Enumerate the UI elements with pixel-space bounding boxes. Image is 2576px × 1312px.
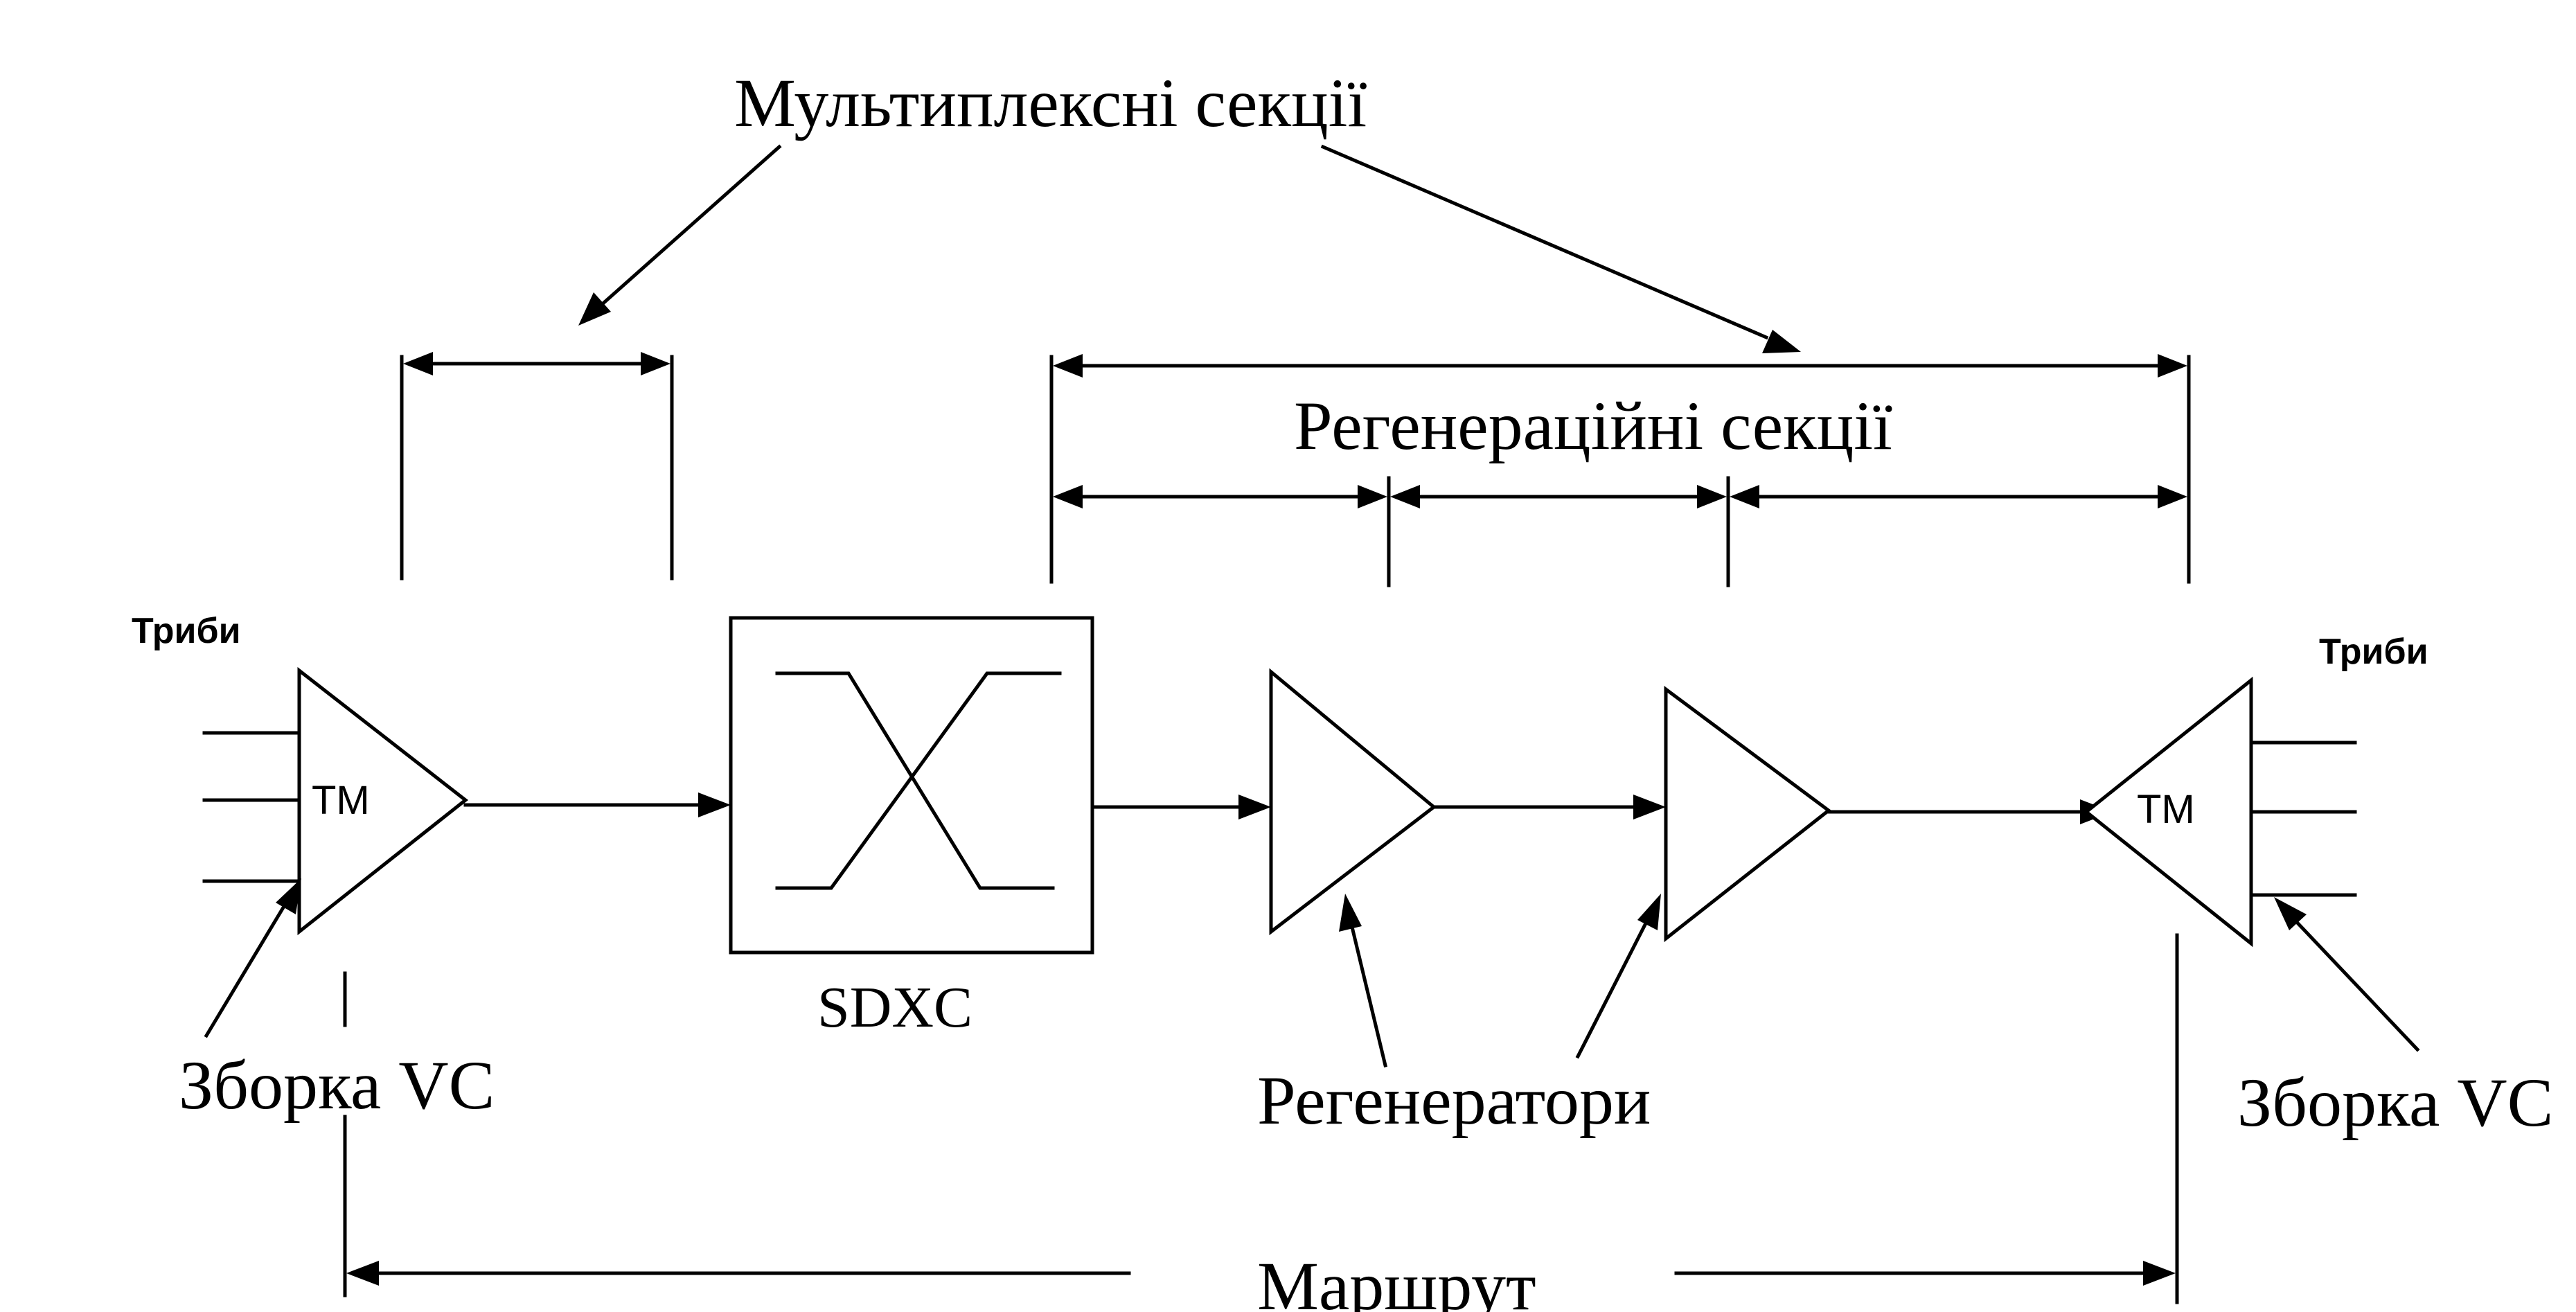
tm-right-label: TM bbox=[2137, 787, 2195, 832]
multiplex-section-left-dimension bbox=[400, 352, 674, 580]
regenerator-1-pointer-arrow bbox=[1339, 894, 1388, 1068]
link-sdxc-to-regenerator-1 bbox=[1090, 795, 1271, 819]
vc-assembly-right-label: Зборка VC bbox=[2237, 1064, 2553, 1141]
route-label: Маршрут bbox=[1257, 1248, 1536, 1312]
regeneration-sections-label: Регенераційні секції bbox=[1294, 387, 1892, 464]
tribs-left-label: Триби bbox=[132, 611, 241, 651]
multiplex-pointer-arrow-left bbox=[578, 144, 782, 326]
regenerator-1 bbox=[1269, 668, 1437, 936]
tm-right: TM bbox=[2083, 676, 2253, 948]
regenerators-label: Регенератори bbox=[1257, 1062, 1651, 1139]
multiplex-section-right-dimension bbox=[1049, 354, 2191, 584]
tm-left-label: TM bbox=[312, 778, 370, 823]
sdxc-label: SDXC bbox=[817, 975, 972, 1040]
multiplex-pointer-arrow-right bbox=[1320, 144, 1801, 353]
tm-left: TM bbox=[297, 666, 469, 936]
regeneration-sections-dimension bbox=[1053, 476, 2187, 587]
multiplex-sections-label: Мультиплексні секції bbox=[734, 64, 1367, 141]
vc-assembly-left-label: Зборка VC bbox=[179, 1047, 495, 1124]
regenerator-2 bbox=[1664, 686, 1832, 943]
route-dimension bbox=[343, 933, 2179, 1304]
sdxc-crossconnect bbox=[729, 616, 1094, 955]
vc-assembly-right-arrow bbox=[2274, 897, 2420, 1052]
link-regenerator-2-to-tm-right bbox=[1827, 799, 2113, 824]
link-tm-left-to-sdxc bbox=[463, 792, 731, 817]
vc-assembly-left-arrow bbox=[204, 878, 301, 1038]
regenerator-2-pointer-arrow bbox=[1575, 894, 1661, 1059]
link-regenerator-1-to-regenerator-2 bbox=[1432, 795, 1666, 819]
tribs-left-lines bbox=[202, 731, 301, 883]
tribs-right-label: Триби bbox=[2319, 632, 2428, 672]
tribs-right-lines bbox=[2249, 741, 2357, 897]
